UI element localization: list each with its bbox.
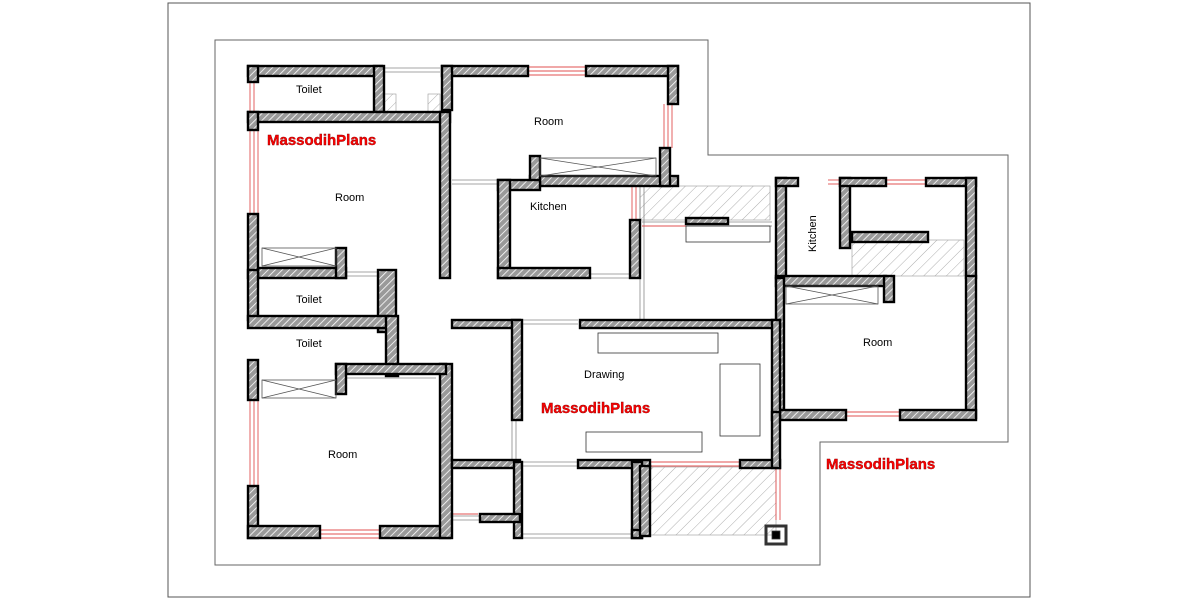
- wall-segment: [628, 218, 642, 280]
- wall-segment: [334, 362, 448, 376]
- sofa-top: [597, 332, 719, 354]
- wall-segment: [666, 64, 680, 106]
- wall-segment: [450, 318, 522, 330]
- wall-segment: [450, 458, 522, 470]
- wall-segment: [440, 64, 454, 112]
- wall-segment: [882, 274, 896, 304]
- wall-segment: [510, 318, 524, 422]
- plot-boundary: [214, 39, 1009, 566]
- wall-segment: [578, 318, 782, 330]
- wall-segment: [478, 512, 522, 524]
- wall-segment: [898, 408, 978, 422]
- label-drawing: Drawing: [584, 369, 624, 381]
- wall-segment: [334, 362, 348, 396]
- wall-segment: [246, 64, 384, 78]
- furniture: [585, 225, 788, 546]
- wall-segment: [638, 464, 652, 538]
- wall-segment: [512, 460, 524, 540]
- wall-segment: [964, 176, 978, 280]
- wall-segment: [496, 266, 592, 280]
- windows: [249, 66, 926, 539]
- wall-segment: [838, 176, 852, 250]
- wall-segment: [774, 274, 888, 288]
- label-room-top-middle: Room: [534, 116, 563, 128]
- label-toilet-lower: Toilet: [296, 338, 322, 350]
- wall-segment: [256, 266, 348, 280]
- wall-segment: [964, 274, 978, 420]
- wall-segment: [576, 458, 652, 470]
- wall-segment: [838, 176, 888, 188]
- label-kitchen-main: Kitchen: [530, 201, 567, 213]
- wall-segment: [246, 212, 260, 280]
- wall-segment: [774, 176, 788, 280]
- sofa-bottom: [585, 431, 703, 453]
- label-toilet-mid: Toilet: [296, 294, 322, 306]
- wall-segment: [770, 410, 782, 470]
- wall-segment: [774, 176, 800, 188]
- drawing-frame: [167, 2, 1031, 598]
- wardrobes: [261, 157, 879, 399]
- wall-segment: [246, 110, 260, 132]
- wall-segment: [246, 64, 260, 84]
- wall-segment: [584, 64, 680, 78]
- wall-segment: [438, 362, 454, 540]
- label-room-upper-left: Room: [335, 192, 364, 204]
- label-toilet-top: Toilet: [296, 84, 322, 96]
- wall-segment: [246, 268, 260, 322]
- wall-segment: [246, 314, 390, 330]
- wall-segment: [658, 146, 672, 188]
- wall-segment: [774, 408, 848, 422]
- wall-segment: [372, 64, 386, 114]
- wall-segment: [770, 318, 782, 422]
- watermark-upper-left: MassodihPlans: [267, 132, 376, 149]
- wall-segment: [850, 230, 930, 244]
- wall-segment: [246, 110, 452, 124]
- walls: [246, 64, 978, 540]
- watermark-lower-right: MassodihPlans: [826, 456, 935, 473]
- watermark-center: MassodihPlans: [541, 400, 650, 417]
- wall-segment: [440, 64, 530, 78]
- wall-segment: [334, 246, 348, 280]
- wall-segment: [684, 216, 730, 226]
- wall-segment: [246, 524, 322, 540]
- column: [764, 524, 788, 546]
- wall-segment: [246, 358, 260, 402]
- sofa-side: [719, 363, 761, 437]
- label-kitchen-right: Kitchen: [807, 215, 819, 252]
- hatched-floor-areas: [381, 93, 965, 536]
- kitchen-counter: [685, 225, 771, 243]
- wall-segment: [496, 178, 512, 280]
- label-room-right: Room: [863, 337, 892, 349]
- wall-segment: [438, 110, 452, 280]
- label-room-lower-left: Room: [328, 449, 357, 461]
- wall-segment: [528, 174, 680, 188]
- wall-segment: [384, 314, 400, 378]
